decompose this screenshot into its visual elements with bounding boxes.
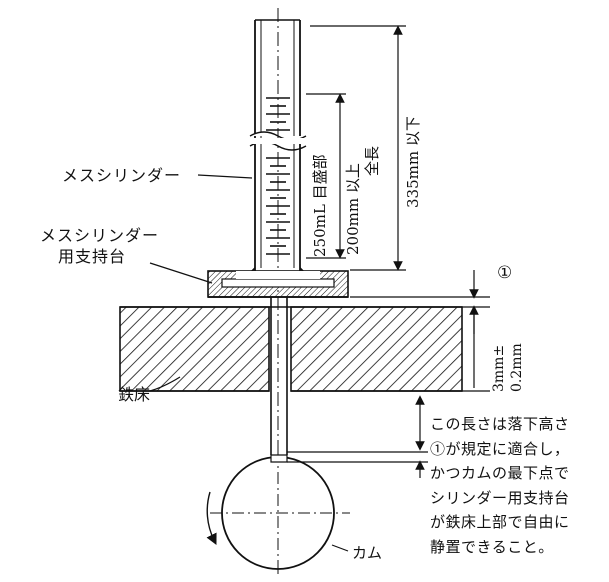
- note-line-4: シリンダー用支持台: [430, 488, 570, 507]
- max-length-label: 335mm 以下: [404, 116, 422, 208]
- tolerance-label-line1: 3mm±: [491, 345, 507, 392]
- total-length-label: 全長: [363, 146, 381, 176]
- cylinder-holder: [207, 270, 349, 298]
- cylinder-label: メスシリンダー: [62, 166, 181, 185]
- dimension-lines: [287, 25, 490, 478]
- cam-wheel: [206, 450, 350, 575]
- holder-label-line1: メスシリンダー: [40, 226, 159, 245]
- push-rod: [270, 297, 288, 455]
- anvil-label: 鉄床: [118, 385, 150, 404]
- leader-lines: [149, 174, 349, 552]
- note-line-2: ①が規定に適合し，: [430, 439, 570, 458]
- circle-marker: ①: [497, 263, 512, 283]
- cam-label: カム: [352, 544, 382, 562]
- holder-label-line2: 用支持台: [58, 247, 126, 266]
- anvil-block: [119, 306, 463, 392]
- min-length-label: 200mm 以上: [344, 163, 362, 255]
- note-line-5: が鉄床上部で自由に: [430, 513, 570, 531]
- graduation-label: 250mL 目盛部: [311, 154, 329, 257]
- tolerance-label-line2: 0.2mm: [509, 343, 525, 392]
- condition-note: この長さは落下高さ ①が規定に適合し， かつカムの最下点で シリンダー用支持台 …: [430, 412, 608, 559]
- note-line-1: この長さは落下高さ: [430, 415, 570, 433]
- note-line-3: かつカムの最下点で: [430, 464, 570, 482]
- note-line-6: 静置できること。: [430, 537, 554, 556]
